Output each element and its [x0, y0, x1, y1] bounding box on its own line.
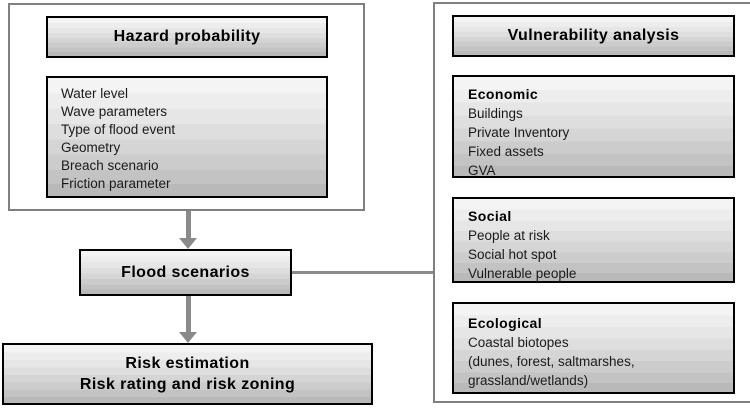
list-item: GVA	[468, 163, 496, 178]
ecological-section-box: Ecological Coastal biotopes (dunes, fores…	[452, 302, 735, 394]
list-item: Geometry	[61, 140, 121, 155]
risk-estimation-line1: Risk estimation	[125, 355, 250, 372]
list-item: Wave parameters	[61, 104, 168, 119]
list-item: Water level	[61, 86, 129, 101]
list-item: Fixed assets	[468, 144, 544, 159]
ecological-section-title: Ecological	[468, 315, 543, 331]
down-arrow-stem	[186, 296, 191, 333]
list-item: Breach scenario	[61, 158, 159, 173]
list-item: Coastal biotopes	[468, 335, 569, 350]
list-item: (dunes, forest, saltmarshes,	[468, 354, 635, 369]
ecological-items: Coastal biotopes (dunes, forest, saltmars…	[468, 333, 727, 390]
list-item: Friction parameter	[61, 176, 171, 191]
risk-estimation-box: Risk estimation Risk rating and risk zon…	[2, 343, 373, 405]
list-item: Vulnerable people	[468, 266, 577, 281]
list-item: Social hot spot	[468, 247, 557, 262]
list-item: grassland/wetlands)	[468, 373, 589, 388]
list-item: Private Inventory	[468, 125, 570, 140]
hazard-probability-header: Hazard probability	[46, 16, 328, 58]
list-item: Buildings	[468, 106, 523, 121]
list-item: Type of flood event	[61, 122, 176, 137]
vulnerability-analysis-header: Vulnerability analysis	[452, 15, 735, 57]
down-arrow-stem	[186, 211, 191, 239]
down-arrow-icon	[179, 238, 197, 249]
economic-section-title: Economic	[468, 86, 539, 102]
down-arrow-icon	[179, 332, 197, 343]
social-section-title: Social	[468, 208, 512, 224]
risk-estimation-line2: Risk rating and risk zoning	[79, 376, 296, 393]
flood-scenarios-box: Flood scenarios	[79, 249, 292, 296]
list-item: People at risk	[468, 228, 550, 243]
horizontal-connector-line	[292, 271, 435, 274]
